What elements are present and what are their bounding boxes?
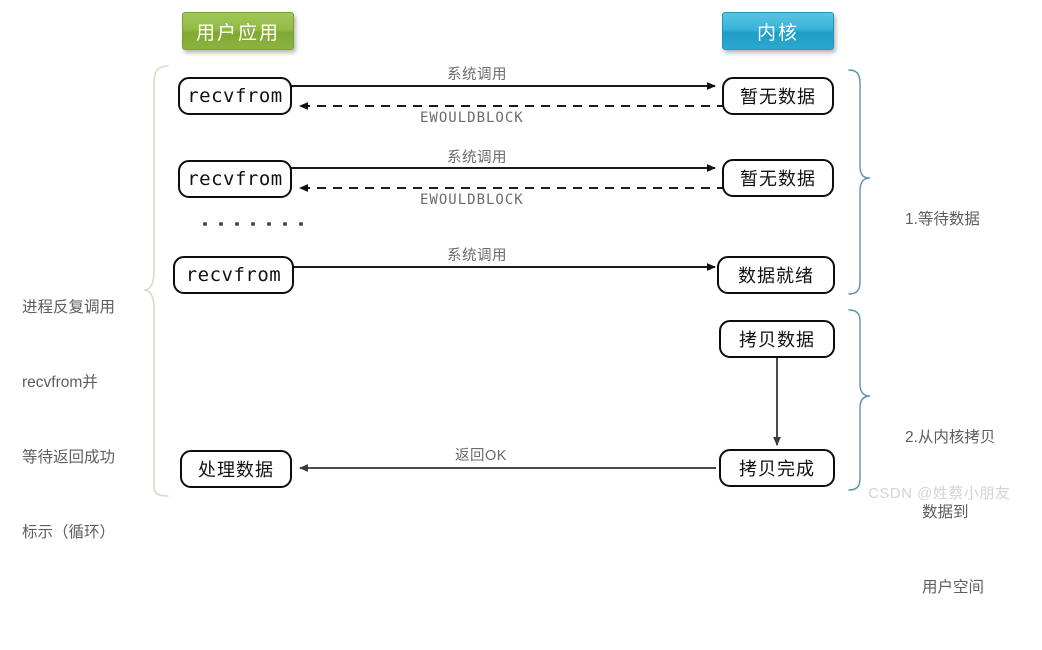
left-annotation-text: 进程反复调用 recvfrom并 等待返回成功 标示（循环） (22, 245, 152, 595)
node-copy-data-label: 拷贝数据 (739, 330, 815, 350)
node-copy-done[interactable]: 拷贝完成 (719, 449, 835, 487)
ellipsis-dots (203, 222, 303, 226)
right-annotation-2-line-2: 数据到 (922, 504, 969, 521)
label-row1-syscall: 系统调用 (447, 67, 507, 83)
node-process-data[interactable]: 处理数据 (180, 450, 292, 488)
node-process-data-label: 处理数据 (198, 460, 274, 480)
right-annotation-2-line-3: 用户空间 (922, 579, 985, 596)
node-no-data-1[interactable]: 暂无数据 (722, 77, 834, 115)
kernel-pill: 内核 (722, 12, 834, 50)
left-loop-brace (143, 65, 169, 497)
right-annotation-wait-data: 1.等待数据 (905, 157, 1035, 282)
right-brace-wait-data (848, 69, 871, 295)
right-annotation-2-line-1: 2.从内核拷贝 (905, 429, 996, 446)
label-row1-ewouldblock: EWOULDBLOCK (420, 110, 524, 126)
node-recvfrom-2[interactable]: recvfrom (178, 160, 292, 198)
node-recvfrom-1[interactable]: recvfrom (178, 77, 292, 115)
node-data-ready[interactable]: 数据就绪 (717, 256, 835, 294)
left-annotation-line-1: 进程反复调用 (22, 299, 116, 316)
right-annotation-copy-data: 2.从内核拷贝 数据到 用户空间 (905, 375, 1042, 650)
diagram-canvas: 用户应用 内核 (22, 12, 1035, 596)
label-return-ok: 返回OK (455, 448, 507, 464)
kernel-label: 内核 (756, 22, 799, 44)
left-annotation-line-3: 等待返回成功 (22, 449, 116, 466)
right-annotation-1-line-1: 1.等待数据 (905, 211, 980, 228)
node-data-ready-label: 数据就绪 (738, 266, 814, 286)
user-application-label: 用户应用 (195, 22, 280, 44)
connector-layer (143, 65, 871, 497)
node-recvfrom-3[interactable]: recvfrom (173, 256, 294, 294)
node-recvfrom-2-label: recvfrom (187, 168, 283, 190)
node-copy-done-label: 拷贝完成 (739, 459, 815, 479)
node-recvfrom-1-label: recvfrom (187, 85, 283, 107)
node-no-data-2-label: 暂无数据 (740, 169, 816, 189)
node-no-data-2[interactable]: 暂无数据 (722, 159, 834, 197)
left-annotation-line-4: 标示（循环） (22, 524, 116, 541)
left-annotation-line-2: recvfrom并 (22, 374, 98, 391)
right-brace-copy-data (848, 309, 871, 491)
label-row2-ewouldblock: EWOULDBLOCK (420, 192, 524, 208)
node-no-data-1-label: 暂无数据 (740, 87, 816, 107)
node-copy-data[interactable]: 拷贝数据 (719, 320, 835, 358)
node-recvfrom-3-label: recvfrom (185, 264, 282, 286)
watermark: CSDN @姓蔡小朋友 (868, 485, 1011, 502)
user-application-pill: 用户应用 (182, 12, 294, 50)
label-row3-syscall: 系统调用 (447, 248, 507, 264)
label-row2-syscall: 系统调用 (447, 150, 507, 166)
